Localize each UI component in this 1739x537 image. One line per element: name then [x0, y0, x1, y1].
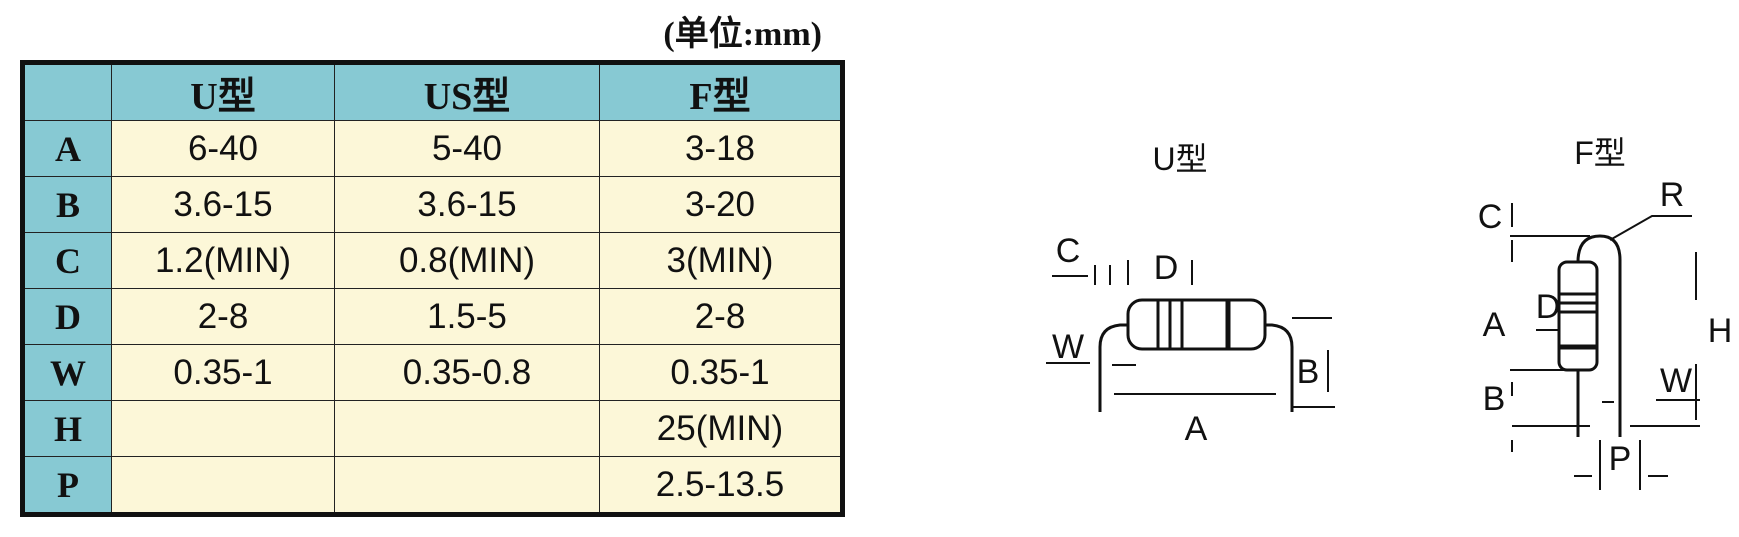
table-row: B 3.6-15 3.6-15 3-20: [22, 176, 843, 233]
row-label: W: [22, 344, 112, 401]
table-row: W 0.35-1 0.35-0.8 0.35-1: [22, 344, 843, 401]
cell-f: 25(MIN): [599, 400, 843, 457]
f-label-r: R: [1660, 176, 1685, 214]
cell-u: 0.35-1: [111, 344, 335, 401]
f-r-leader: [1609, 215, 1692, 241]
u-label-d: D: [1154, 249, 1179, 287]
u-resistor-body: [1126, 298, 1267, 351]
cell-f: 2.5-13.5: [599, 456, 843, 515]
cell-us: 1.5-5: [334, 288, 600, 345]
header-corner: [22, 62, 112, 121]
f-type-diagram: [1510, 203, 1700, 490]
header-f-type: F型: [599, 62, 843, 121]
cell-us: 0.8(MIN): [334, 232, 600, 289]
cell-f: 0.35-1: [599, 344, 843, 401]
cell-u: [111, 400, 335, 457]
cell-f: 2-8: [599, 288, 843, 345]
cell-f: 3-18: [599, 120, 843, 177]
cell-f: 3(MIN): [599, 232, 843, 289]
f-label-h: H: [1708, 312, 1733, 350]
f-bent-lead: [1576, 234, 1622, 437]
cell-us: [334, 400, 600, 457]
f-label-c: C: [1478, 198, 1503, 236]
header-us-type: US型: [334, 62, 600, 121]
cell-us: 5-40: [334, 120, 600, 177]
cell-u: [111, 456, 335, 515]
u-label-c: C: [1056, 232, 1081, 270]
f-resistor-body: [1557, 260, 1599, 372]
u-right-lead: [1262, 323, 1294, 412]
u-diagram-title: U型: [1152, 141, 1207, 177]
cell-u: 3.6-15: [111, 176, 335, 233]
cell-u: 2-8: [111, 288, 335, 345]
f-label-a: A: [1483, 306, 1506, 344]
dimension-table: U型 US型 F型 A 6-40 5-40 3-18 B 3.6-15 3.6-…: [20, 60, 845, 517]
cell-u: 6-40: [111, 120, 335, 177]
cell-f: 3-20: [599, 176, 843, 233]
f-label-b: B: [1483, 380, 1506, 418]
f-label-w: W: [1660, 362, 1692, 400]
u-type-diagram: [1046, 260, 1335, 412]
f-label-p: P: [1609, 440, 1632, 478]
cell-u: 1.2(MIN): [111, 232, 335, 289]
u-label-w: W: [1052, 328, 1084, 366]
row-label: D: [22, 288, 112, 345]
table-header-row: U型 US型 F型: [22, 62, 843, 121]
cell-us: 3.6-15: [334, 176, 600, 233]
cell-us: [334, 456, 600, 515]
table-row: C 1.2(MIN) 0.8(MIN) 3(MIN): [22, 232, 843, 289]
row-label: P: [22, 456, 112, 515]
header-u-type: U型: [111, 62, 335, 121]
u-left-lead: [1098, 323, 1130, 412]
row-label: A: [22, 120, 112, 177]
table-row: D 2-8 1.5-5 2-8: [22, 288, 843, 345]
u-label-a: A: [1185, 410, 1208, 448]
f-label-d: D: [1536, 288, 1561, 326]
table-row: P 2.5-13.5: [22, 456, 843, 515]
table-row: A 6-40 5-40 3-18: [22, 120, 843, 177]
u-label-b: B: [1297, 353, 1320, 391]
unit-note: (单位:mm): [663, 16, 822, 53]
f-diagram-title: F型: [1574, 135, 1626, 171]
